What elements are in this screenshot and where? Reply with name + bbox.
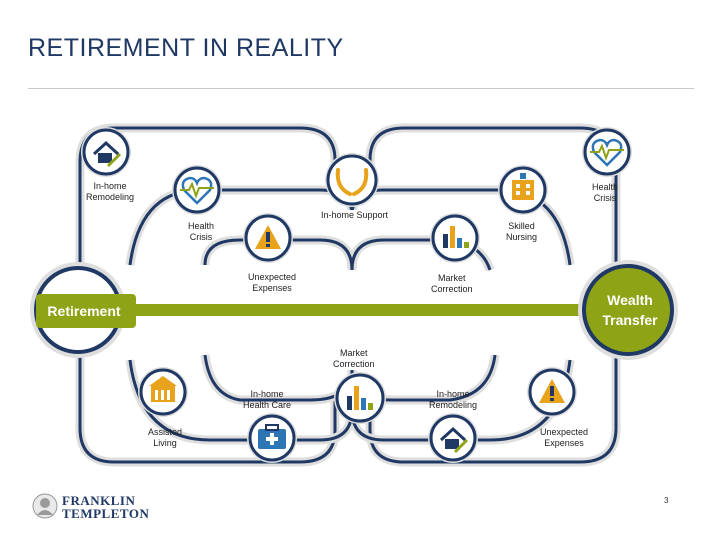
event-label-market-correction-bottom: Market Correction [333,348,375,370]
event-label-assisted-living: Assisted Living [148,427,183,448]
retirement-pill [36,294,136,328]
page-number: 3 [664,496,669,505]
event-label-br-unexpected-expenses: Unexpected Expenses [540,427,589,448]
franklin-templeton-seal-icon [32,493,58,519]
event-label-unexpected-expenses: Unexpected Expenses [248,272,297,293]
bar-chart-icon [334,372,386,424]
house-wrench-icon [81,127,131,177]
title-divider [28,88,694,89]
retirement-timeline-bar [60,304,650,316]
bar-chart-icon [430,213,480,263]
medical-kit-icon [247,413,297,463]
page-title: RETIREMENT IN REALITY [28,34,344,62]
house-wrench-icon [428,413,478,463]
event-label-tl-remodeling: In-home Remodeling [86,181,135,202]
wealth-transfer-label-line2: Transfer [602,312,658,328]
hospital-building-icon [498,165,548,215]
logo-line-2: TEMPLETON [62,506,150,521]
event-label-tr-health-crisis: Health Crisis [592,182,619,203]
warning-icon [243,213,293,263]
event-label-skilled-nursing: Skilled Nursing [506,221,538,242]
wealth-transfer-circle [586,268,670,352]
event-label-market-correction: Market Correction [431,273,473,294]
event-label-in-home-support: In-home Support [320,210,390,221]
event-label-tl-health-crisis: Health Crisis [188,221,215,242]
caring-hands-icon [325,153,379,207]
event-label-bottom-remodeling: In-home Remodeling [429,389,478,410]
heart-monitor-icon [172,165,222,215]
warning-icon [527,367,577,417]
heart-monitor-icon [582,127,632,177]
retirement-label: Retirement [47,303,120,319]
company-logo: FRANKLIN TEMPLETON [62,494,149,520]
logo-line-1: FRANKLIN [62,493,136,508]
event-label-in-home-health-care: In-home Health Care [243,389,292,410]
wealth-transfer-label-line1: Wealth [607,292,653,308]
assisted-living-building-icon [138,367,188,417]
